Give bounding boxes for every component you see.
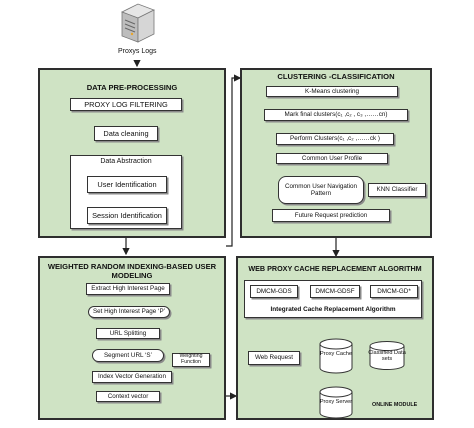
- segment-url-box: Segment URL ‘S’: [92, 349, 164, 362]
- data-cleaning-box: Data cleaning: [94, 126, 158, 141]
- dmcm-gdsf-box: DMCM-GDSF: [310, 285, 360, 298]
- preprocessing-title: DATA PRE-PROCESSING: [86, 83, 178, 92]
- weighting-function-box: Weighting Function: [172, 353, 210, 367]
- proxy-server-label: Proxy Server: [319, 399, 353, 405]
- server-icon: [121, 3, 155, 43]
- common-user-profile-box: Common User Profile: [276, 153, 388, 164]
- extract-high-interest-box: Extract High Interest Page: [86, 283, 170, 295]
- session-identification-box: Session Identification: [87, 207, 167, 224]
- index-vector-box: Index Vector Generation: [92, 371, 172, 383]
- future-request-box: Future Request prediction: [272, 209, 390, 222]
- classified-datasets-label: Classified Data sets: [368, 350, 406, 363]
- indexing-title-line1: WEIGHTED RANDOM INDEXING-BASED USER: [47, 262, 217, 271]
- navigation-pattern-box: Common User Navigation Pattern: [278, 176, 364, 204]
- proxy-cache-cylinder: [319, 338, 353, 374]
- proxy-server-cylinder: [319, 386, 353, 419]
- server-label: Proxys Logs: [118, 48, 157, 55]
- user-identification-box: User Identification: [87, 176, 167, 193]
- cache-title: WEB PROXY CACHE REPLACEMENT ALGORITHM: [248, 264, 422, 273]
- online-module-label: ONLINE MODULE: [372, 402, 418, 408]
- proxy-cache-label: Proxy Cache: [319, 351, 353, 357]
- web-request-box: Web Request: [248, 351, 300, 365]
- dmcm-gdstar-box: DMCM-GD*: [370, 285, 418, 298]
- dmcm-gds-box: DMCM-GDS: [250, 285, 298, 298]
- clustering-title: CLUSTERING -CLASSIFICATION: [277, 72, 395, 81]
- integrated-algorithm-label: Integrated Cache Replacement Algorithm: [270, 306, 396, 313]
- context-vector-box: Context vector: [96, 391, 160, 402]
- kmeans-box: K-Means clustering: [266, 86, 398, 97]
- classified-datasets-cylinder: [369, 341, 405, 370]
- perform-clusters-box: Perform Clusters(c₁ ,c₂ ,……ck ): [276, 133, 394, 145]
- knn-classifier-box: KNN Classifier: [368, 183, 426, 197]
- data-abstraction-title: Data Abstraction: [100, 158, 152, 165]
- set-high-interest-box: Set High Interest Page ‘P’: [88, 306, 170, 318]
- indexing-title-line2: MODELING: [111, 271, 153, 280]
- url-splitting-box: URL Splitting: [96, 328, 160, 339]
- mark-final-clusters-box: Mark final clusters(c₁ ,c₂ , c₃ ,……cn): [264, 109, 408, 121]
- arrow-preprocessing-to-clustering: [226, 74, 242, 247]
- proxy-log-filtering-box: PROXY LOG FILTERING: [70, 98, 182, 111]
